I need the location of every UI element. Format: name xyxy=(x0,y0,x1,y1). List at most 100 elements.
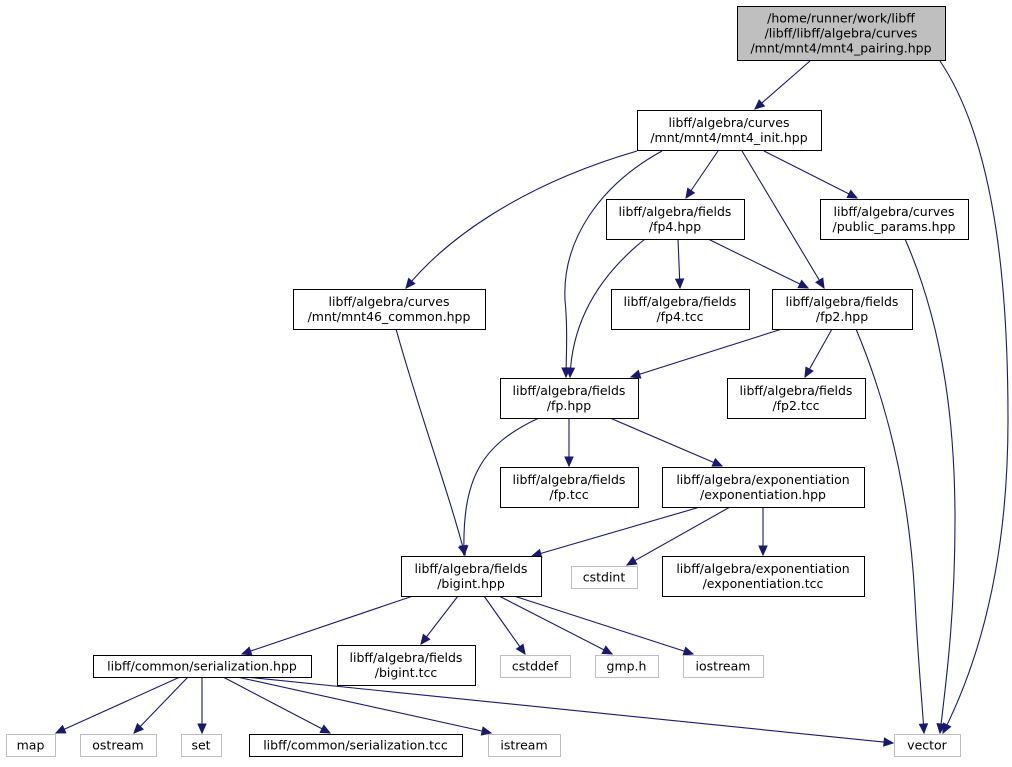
edge-exp_hpp-to-bigint_hpp xyxy=(530,506,701,558)
edge-bigint_hpp-to-gmp_h xyxy=(498,595,614,655)
edge-fp_hpp-to-fp_tcc xyxy=(564,418,574,468)
edges-layer xyxy=(54,60,1009,747)
node-public-params[interactable]: libff/algebra/curves/public_params.hpp xyxy=(820,199,969,240)
edge-arrowhead xyxy=(54,724,67,734)
edge-line xyxy=(569,238,646,378)
node-mnt4-init[interactable]: libff/algebra/curves/mnt/mnt4/mnt4_init.… xyxy=(637,110,822,151)
node-mnt46-common[interactable]: libff/algebra/curves/mnt/mnt46_common.hp… xyxy=(293,289,486,330)
node-fp2-tcc[interactable]: libff/algebra/fields/fp2.tcc xyxy=(727,378,866,419)
edge-arrowhead xyxy=(797,279,810,289)
node-label: /fp.tcc xyxy=(549,487,588,502)
node-label: /fp2.tcc xyxy=(772,398,819,413)
edge-serialization_hpp-to-istream xyxy=(236,676,493,736)
node-label: libff/algebra/fields xyxy=(513,472,626,487)
edge-fp4_hpp-to-fp2_hpp xyxy=(707,238,810,289)
edge-arrowhead xyxy=(319,724,332,734)
node-box xyxy=(488,734,561,757)
edge-line xyxy=(395,328,466,556)
node-map[interactable]: map xyxy=(6,734,56,757)
edge-line xyxy=(939,60,1009,734)
edge-arrowhead xyxy=(804,366,814,379)
edge-line xyxy=(707,238,809,289)
node-box xyxy=(772,289,913,330)
node-label: libff/algebra/exponentiation xyxy=(676,561,849,576)
edge-arrowhead xyxy=(564,456,574,468)
node-exp-hpp[interactable]: libff/algebra/exponentiation/exponentiat… xyxy=(662,467,865,508)
node-gmp-h[interactable]: gmp.h xyxy=(595,655,659,678)
node-cstdint[interactable]: cstdint xyxy=(571,566,638,589)
node-label: /fp4.tcc xyxy=(656,309,703,324)
node-label: /public_params.hpp xyxy=(833,219,956,234)
edge-serialization_hpp-to-serialization_tcc xyxy=(222,676,332,734)
edge-serialization_hpp-to-ostream xyxy=(133,676,189,734)
edge-line xyxy=(741,150,825,289)
node-cstddef[interactable]: cstddef xyxy=(500,655,571,678)
node-ostream[interactable]: ostream xyxy=(80,734,157,757)
nodes-layer: /home/runner/work/libff/libff/libff/alge… xyxy=(6,6,969,757)
node-box xyxy=(337,645,476,686)
edge-bigint_hpp-to-serialization_hpp xyxy=(240,595,414,656)
node-bigint-tcc[interactable]: libff/algebra/fields/bigint.tcc xyxy=(337,645,476,686)
node-label: /mnt/mnt4/mnt4_init.hpp xyxy=(650,130,807,145)
node-bigint-hpp[interactable]: libff/algebra/fields/bigint.hpp xyxy=(401,556,542,597)
node-label: /exponentiation.tcc xyxy=(703,576,824,591)
node-box xyxy=(611,289,750,330)
node-iostream[interactable]: iostream xyxy=(683,655,764,678)
edge-serialization_hpp-to-vector xyxy=(245,676,895,747)
edge-fp_hpp-to-bigint_hpp xyxy=(459,417,540,557)
edge-line xyxy=(763,150,858,199)
node-fp2-hpp[interactable]: libff/algebra/fields/fp2.hpp xyxy=(772,289,913,330)
edge-line xyxy=(630,328,783,378)
node-serialization-tcc[interactable]: libff/common/serialization.tcc xyxy=(249,734,463,757)
edge-serialization_hpp-to-set xyxy=(197,677,207,735)
node-box xyxy=(249,734,463,757)
edge-line xyxy=(222,676,331,734)
node-fp4-hpp[interactable]: libff/algebra/fields/fp4.hpp xyxy=(606,199,745,240)
node-fp4-tcc[interactable]: libff/algebra/fields/fp4.tcc xyxy=(611,289,750,330)
edge-line xyxy=(754,60,811,110)
edge-line xyxy=(855,328,925,734)
node-label: libff/common/serialization.tcc xyxy=(263,738,448,753)
node-box xyxy=(401,556,542,597)
edge-arrowhead xyxy=(682,646,695,656)
edge-arrowhead xyxy=(405,277,416,289)
node-fp-hpp[interactable]: libff/algebra/fields/fp.hpp xyxy=(500,378,639,419)
edge-line xyxy=(245,676,894,744)
edge-arrowhead xyxy=(625,556,638,566)
node-serialization-hpp[interactable]: libff/common/serialization.hpp xyxy=(93,655,312,678)
node-root[interactable]: /home/runner/work/libff/libff/libff/alge… xyxy=(737,6,946,61)
node-box xyxy=(181,734,222,757)
edge-line xyxy=(241,595,414,655)
edge-line xyxy=(626,506,731,566)
edge-exp_hpp-to-cstdint xyxy=(625,506,731,566)
node-label: ostream xyxy=(92,738,143,753)
node-fp-tcc[interactable]: libff/algebra/fields/fp.tcc xyxy=(500,467,639,508)
edge-arrowhead xyxy=(459,545,469,557)
edge-fp_hpp-to-exp_hpp xyxy=(609,417,724,467)
node-label: /mnt/mnt4/mnt4_pairing.hpp xyxy=(750,41,931,56)
node-label: iostream xyxy=(696,659,751,674)
node-istream[interactable]: istream xyxy=(488,734,561,757)
node-label: /fp.hpp xyxy=(547,398,591,413)
edge-line xyxy=(531,506,701,557)
edge-fp2_hpp-to-fp2_tcc xyxy=(804,328,833,379)
node-label: /home/runner/work/libff xyxy=(767,11,915,26)
node-vector[interactable]: vector xyxy=(894,734,961,757)
edge-mnt4_init-to-fp4_hpp xyxy=(685,150,719,200)
node-exp-tcc[interactable]: libff/algebra/exponentiation/exponentiat… xyxy=(662,556,865,597)
edge-mnt4_init-to-fp2_hpp xyxy=(741,150,825,290)
node-set[interactable]: set xyxy=(181,734,222,757)
edge-mnt46_common-to-bigint_hpp xyxy=(395,328,468,557)
edge-arrowhead xyxy=(601,645,614,655)
edge-arrowhead xyxy=(515,643,526,656)
edge-serialization_hpp-to-map xyxy=(54,676,181,734)
node-label: istream xyxy=(500,738,547,753)
edge-arrowhead xyxy=(758,545,768,557)
edge-arrowhead xyxy=(420,633,431,645)
edge-arrowhead xyxy=(565,367,576,379)
edge-line xyxy=(55,676,181,734)
edge-line xyxy=(904,238,956,734)
edge-arrowhead xyxy=(480,726,493,736)
node-box xyxy=(571,566,638,589)
